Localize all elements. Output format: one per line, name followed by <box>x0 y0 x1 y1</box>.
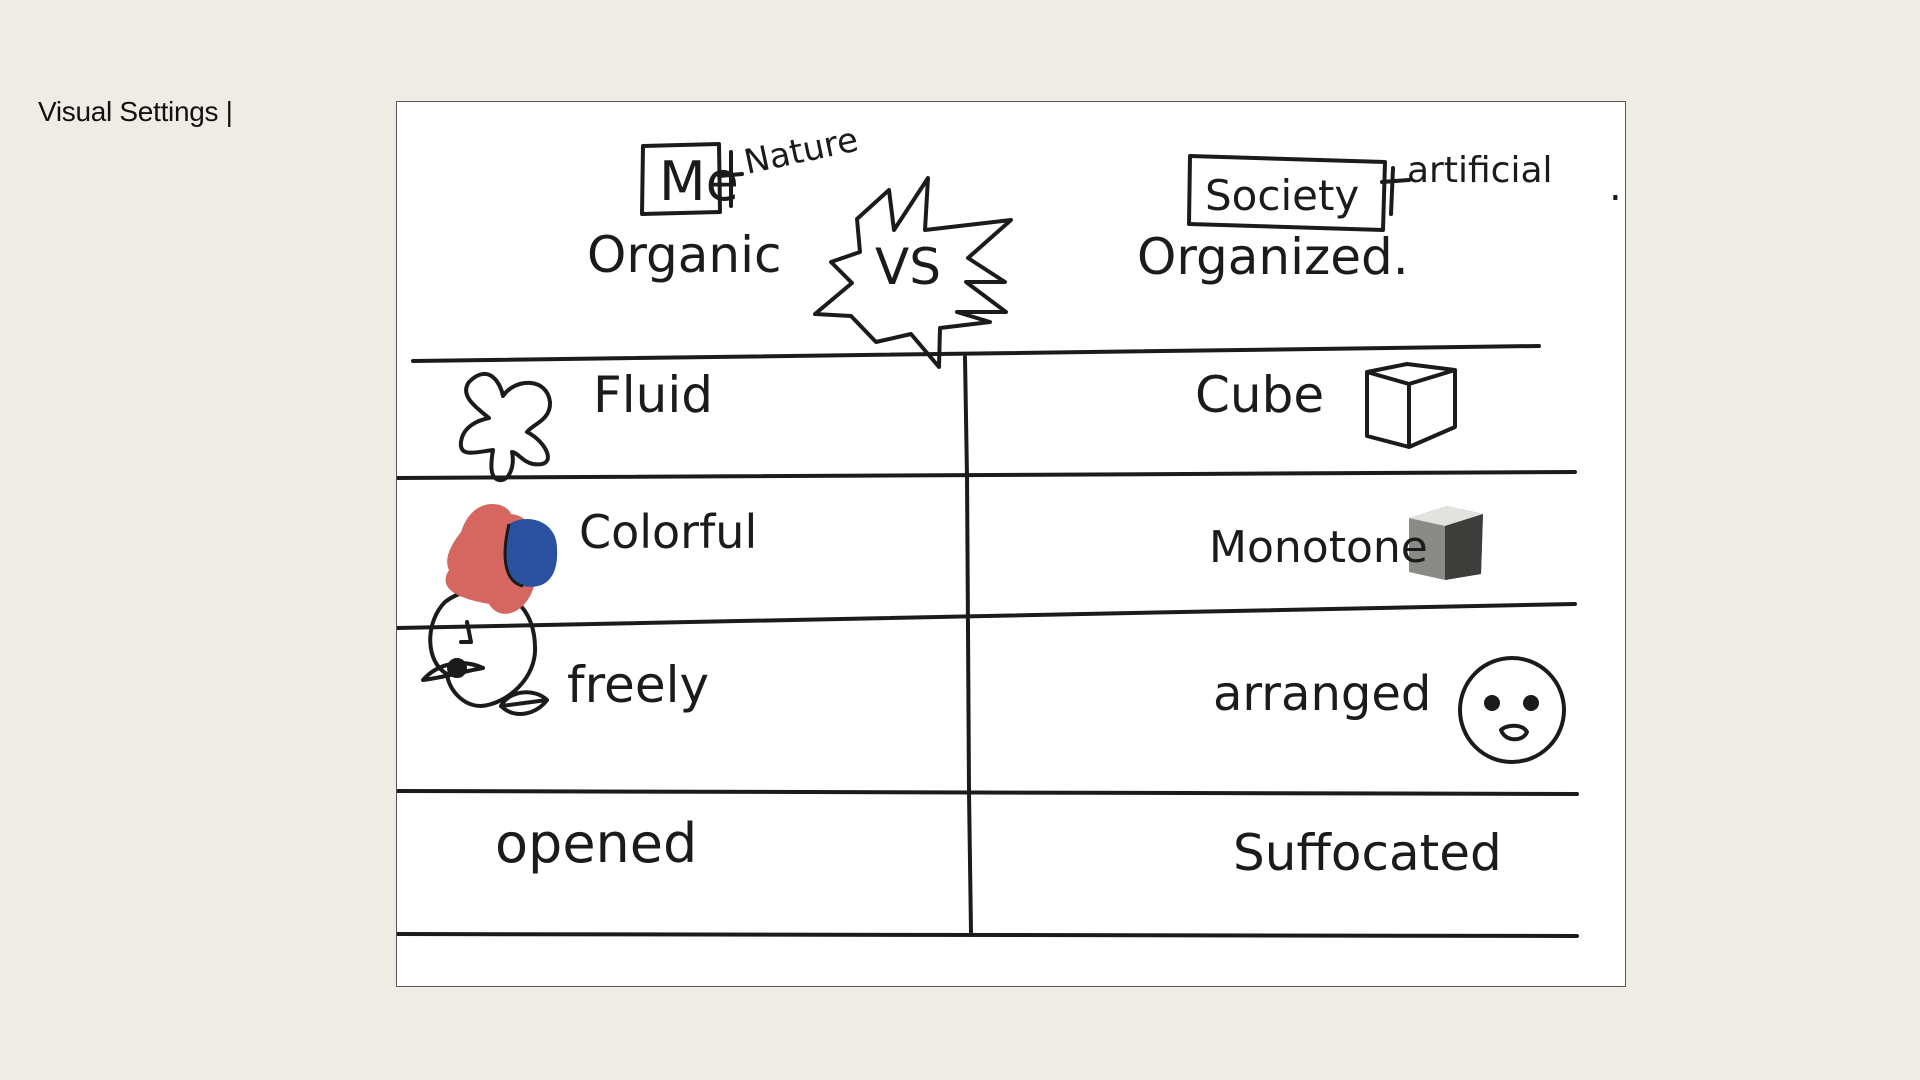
freely-label: freely <box>567 656 709 714</box>
artificial-label: artificial <box>1407 150 1553 191</box>
artificial-dot: . <box>1609 164 1622 210</box>
colorful-label: Colorful <box>579 505 757 559</box>
round-face-icon <box>1458 656 1566 764</box>
fluid-label: Fluid <box>593 366 713 424</box>
society-box <box>1187 154 1387 232</box>
vs-starburst-icon <box>813 176 1013 369</box>
arranged-label: arranged <box>1213 666 1431 722</box>
society-plus <box>1380 166 1411 216</box>
organic-heading: Organic <box>587 226 781 284</box>
table-top-line <box>411 344 1541 363</box>
cube-label: Cube <box>1195 366 1324 424</box>
page-title: Visual Settings | <box>38 96 233 127</box>
nature-label: Nature <box>741 120 862 183</box>
cube-icon <box>1365 362 1457 449</box>
monotone-label: Monotone <box>1209 522 1428 573</box>
organized-heading: Organized. <box>1137 228 1409 286</box>
vs-label: VS <box>875 238 941 296</box>
row-line-3 <box>397 789 1579 796</box>
row-line-1 <box>397 470 1577 480</box>
opened-label: opened <box>495 812 697 875</box>
row-line-2 <box>397 602 1577 630</box>
blob-star-icon <box>458 372 552 483</box>
abstract-face-icon <box>428 587 538 708</box>
color-blobs-icon <box>445 504 558 614</box>
row-line-4 <box>397 932 1579 938</box>
suffocated-label: Suffocated <box>1233 824 1502 882</box>
society-label: Society <box>1205 171 1359 220</box>
gray-block-icon <box>1409 506 1483 580</box>
center-divider <box>963 355 973 934</box>
me-box <box>640 142 722 216</box>
me-plus <box>717 150 744 208</box>
sketch-board: Me Nature Organic VS Society artificial … <box>396 101 1626 987</box>
me-label: Me <box>659 150 739 213</box>
sketch-canvas: Me Nature Organic VS Society artificial … <box>397 120 1622 938</box>
